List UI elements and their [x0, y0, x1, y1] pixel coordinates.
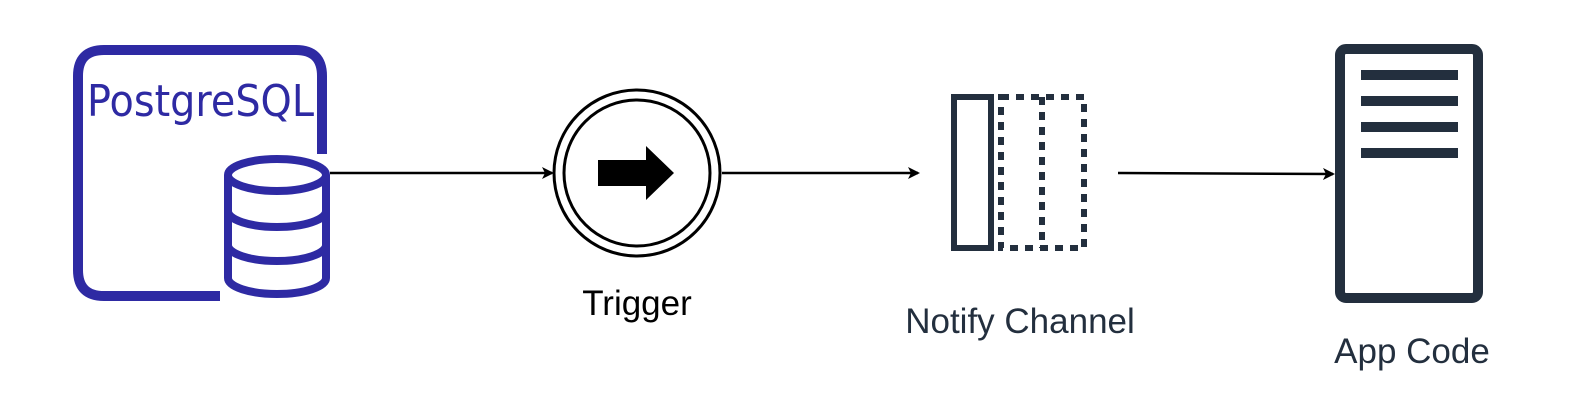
database-icon — [224, 155, 330, 298]
arrow-right-icon — [598, 146, 674, 200]
notify-channel-node: Notify Channel — [905, 94, 1135, 341]
postgresql-node: PostgreSQL — [73, 45, 330, 301]
trigger-label: Trigger — [582, 284, 692, 323]
trigger-node: Trigger — [552, 88, 722, 323]
server-document-icon — [1335, 44, 1483, 303]
app-code-node: App Code — [1334, 44, 1490, 371]
postgresql-frame — [73, 45, 327, 301]
edge-notify-to-app — [1117, 167, 1335, 180]
queue-channel-icon — [951, 94, 1087, 251]
app-code-label: App Code — [1334, 332, 1490, 371]
postgresql-label: PostgreSQL — [87, 76, 314, 127]
notify-channel-label: Notify Channel — [905, 302, 1135, 341]
